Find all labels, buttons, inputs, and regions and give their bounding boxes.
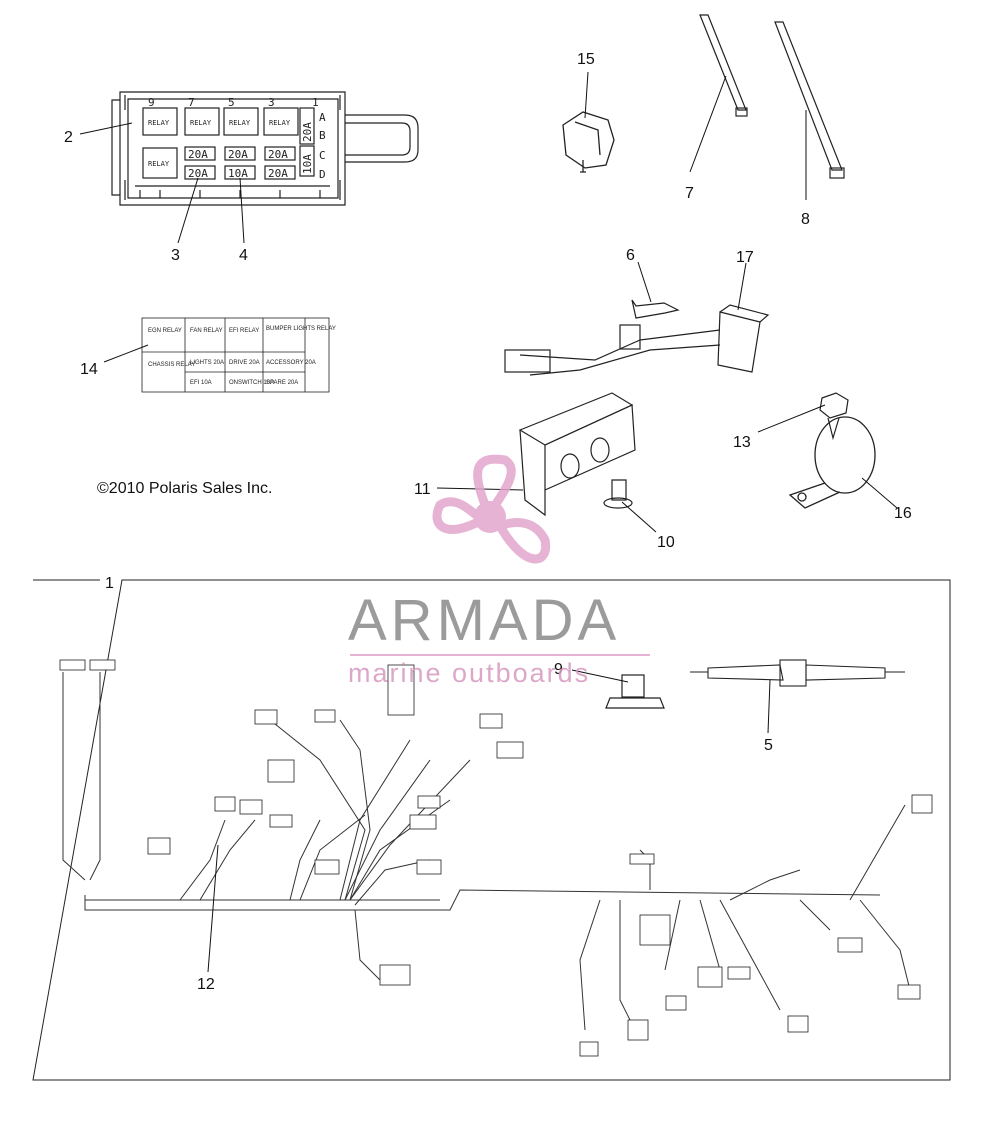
svg-text:B: B bbox=[319, 129, 326, 142]
callout-17: 17 bbox=[736, 249, 754, 266]
callout-8: 8 bbox=[801, 211, 810, 228]
watermark-tagline: marine outboards bbox=[348, 658, 590, 688]
callout-6: 6 bbox=[626, 247, 635, 264]
callout-numbers: 1 2 3 4 5 6 7 8 9 10 11 12 13 14 15 16 1… bbox=[64, 51, 912, 993]
svg-text:SPARE 20A: SPARE 20A bbox=[266, 380, 298, 386]
clamp-part bbox=[788, 416, 876, 509]
svg-text:RELAY: RELAY bbox=[148, 160, 170, 168]
watermark-brand: ARMADA bbox=[348, 588, 620, 653]
svg-text:RELAY: RELAY bbox=[269, 119, 291, 127]
callout-7: 7 bbox=[685, 185, 694, 202]
callout-14: 14 bbox=[80, 361, 98, 378]
relay-part bbox=[605, 674, 665, 709]
callout-12: 12 bbox=[197, 976, 215, 993]
callout-11: 11 bbox=[414, 481, 431, 498]
callout-3: 3 bbox=[171, 247, 180, 264]
svg-text:EFI RELAY: EFI RELAY bbox=[229, 328, 259, 334]
callout-10: 10 bbox=[657, 534, 675, 551]
connector-part bbox=[562, 111, 615, 173]
callout-1: 1 bbox=[105, 575, 114, 592]
fuse-chart-text: EGN RELAY FAN RELAY EFI RELAY BUMPER LIG… bbox=[148, 326, 336, 386]
svg-text:9: 9 bbox=[148, 96, 155, 109]
svg-text:ACCESSORY 20A: ACCESSORY 20A bbox=[266, 360, 316, 366]
svg-text:RELAY: RELAY bbox=[229, 119, 251, 127]
fuse-box-labels: 9 7 5 3 1 A B C D RELAY RELAY RELAY RELA… bbox=[148, 96, 326, 181]
harness-frame bbox=[32, 579, 951, 1081]
propeller-icon bbox=[432, 454, 551, 564]
svg-text:10A: 10A bbox=[228, 167, 248, 180]
svg-text:3: 3 bbox=[268, 96, 275, 109]
svg-text:A: A bbox=[319, 111, 326, 124]
screw-and-sensor bbox=[504, 299, 770, 376]
svg-text:FAN RELAY: FAN RELAY bbox=[190, 328, 223, 334]
wire-harness bbox=[62, 672, 911, 1041]
svg-text:DRIVE 20A: DRIVE 20A bbox=[229, 360, 260, 366]
svg-text:LIGHTS 20A: LIGHTS 20A bbox=[190, 360, 224, 366]
fuse-box bbox=[111, 91, 419, 206]
bracket-part bbox=[518, 392, 636, 517]
callout-4: 4 bbox=[239, 247, 248, 264]
svg-text:20A: 20A bbox=[268, 167, 288, 180]
svg-text:20A: 20A bbox=[228, 148, 248, 161]
svg-text:10A: 10A bbox=[301, 154, 314, 174]
bolt-part bbox=[819, 392, 849, 441]
svg-text:1: 1 bbox=[312, 96, 319, 109]
callout-5: 5 bbox=[764, 737, 773, 754]
svg-text:C: C bbox=[319, 149, 326, 162]
svg-text:RELAY: RELAY bbox=[190, 119, 212, 127]
svg-text:D: D bbox=[319, 168, 326, 181]
propeller-hub bbox=[474, 501, 506, 533]
harness-tags bbox=[59, 659, 933, 1057]
svg-text:CHASSIS RELAY: CHASSIS RELAY bbox=[148, 362, 195, 368]
fuse-holder-part bbox=[690, 659, 905, 687]
callout-13: 13 bbox=[733, 434, 751, 451]
svg-text:7: 7 bbox=[188, 96, 195, 109]
copyright-text: ©2010 Polaris Sales Inc. bbox=[97, 480, 273, 497]
svg-text:20A: 20A bbox=[188, 148, 208, 161]
callout-16: 16 bbox=[894, 505, 912, 522]
svg-text:20A: 20A bbox=[268, 148, 288, 161]
svg-text:5: 5 bbox=[228, 96, 235, 109]
svg-text:20A: 20A bbox=[301, 122, 314, 142]
stud-part bbox=[603, 479, 633, 509]
svg-text:BUMPER LIGHTS RELAY: BUMPER LIGHTS RELAY bbox=[266, 326, 336, 332]
svg-text:20A: 20A bbox=[188, 167, 208, 180]
svg-text:EGN RELAY: EGN RELAY bbox=[148, 328, 182, 334]
callout-9: 9 bbox=[554, 661, 563, 678]
watermark-logo: ARMADA marine outboards bbox=[348, 454, 650, 688]
svg-text:RELAY: RELAY bbox=[148, 119, 170, 127]
callout-2: 2 bbox=[64, 129, 73, 146]
svg-text:ONSWITCH 10A: ONSWITCH 10A bbox=[229, 380, 274, 386]
callout-15: 15 bbox=[577, 51, 595, 68]
cable-ties bbox=[699, 14, 845, 179]
fuse-chart-decal bbox=[141, 317, 330, 393]
svg-text:EFI 10A: EFI 10A bbox=[190, 380, 212, 386]
